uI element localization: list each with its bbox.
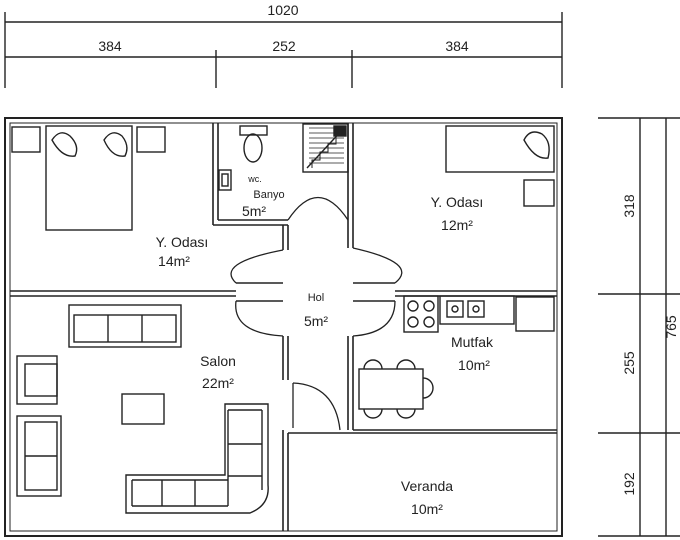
room-area-hall: 5m² [304,313,328,329]
armchair [16,355,58,405]
interior-walls [10,123,557,531]
room-area-bedroom-left: 14m² [158,253,190,269]
room-area-bedroom-right: 12m² [441,217,473,233]
nightstand-left [11,126,41,153]
dim-right-segment-2: 255 [621,351,637,375]
room-label-wc: wc. [247,174,262,184]
corner-sofa [125,403,269,514]
right-dimension-lines [598,117,680,537]
toilet [239,125,268,163]
door-swings [230,196,403,431]
room-label-bedroom-left: Y. Odası [156,234,209,250]
dim-right-segment-3: 192 [621,472,637,496]
nightstand-right [136,126,166,153]
washbasin [218,169,232,191]
dim-top-segment-1: 384 [98,38,122,54]
sofa-three-seat [68,304,182,348]
sofa-two-seat [16,415,62,497]
refrigerator [515,296,555,332]
dim-total-depth: 765 [663,315,679,339]
room-label-hall: Hol [308,292,325,304]
room-label-bathroom: Banyo [253,189,284,201]
room-label-veranda: Veranda [401,478,453,494]
bed-single [445,125,555,173]
dining-set [358,359,434,419]
top-dimension-lines [4,12,563,88]
room-area-bathroom: 5m² [242,203,266,219]
room-label-living: Salon [200,353,236,369]
dim-top-segment-3: 384 [445,38,469,54]
room-area-kitchen: 10m² [458,357,490,373]
stove [403,295,439,333]
room-area-veranda: 10m² [411,501,443,517]
room-label-bedroom-right: Y. Odası [431,194,484,210]
room-area-living: 22m² [202,375,234,391]
dim-total-width: 1020 [267,2,298,18]
shower [302,123,349,173]
coffee-table [121,393,165,425]
dim-top-segment-2: 252 [272,38,296,54]
bed-double [45,125,133,231]
kitchen-counter [439,295,515,325]
room-label-kitchen: Mutfak [451,334,494,350]
nightstand-small [523,179,555,207]
dim-right-segment-1: 318 [621,194,637,218]
